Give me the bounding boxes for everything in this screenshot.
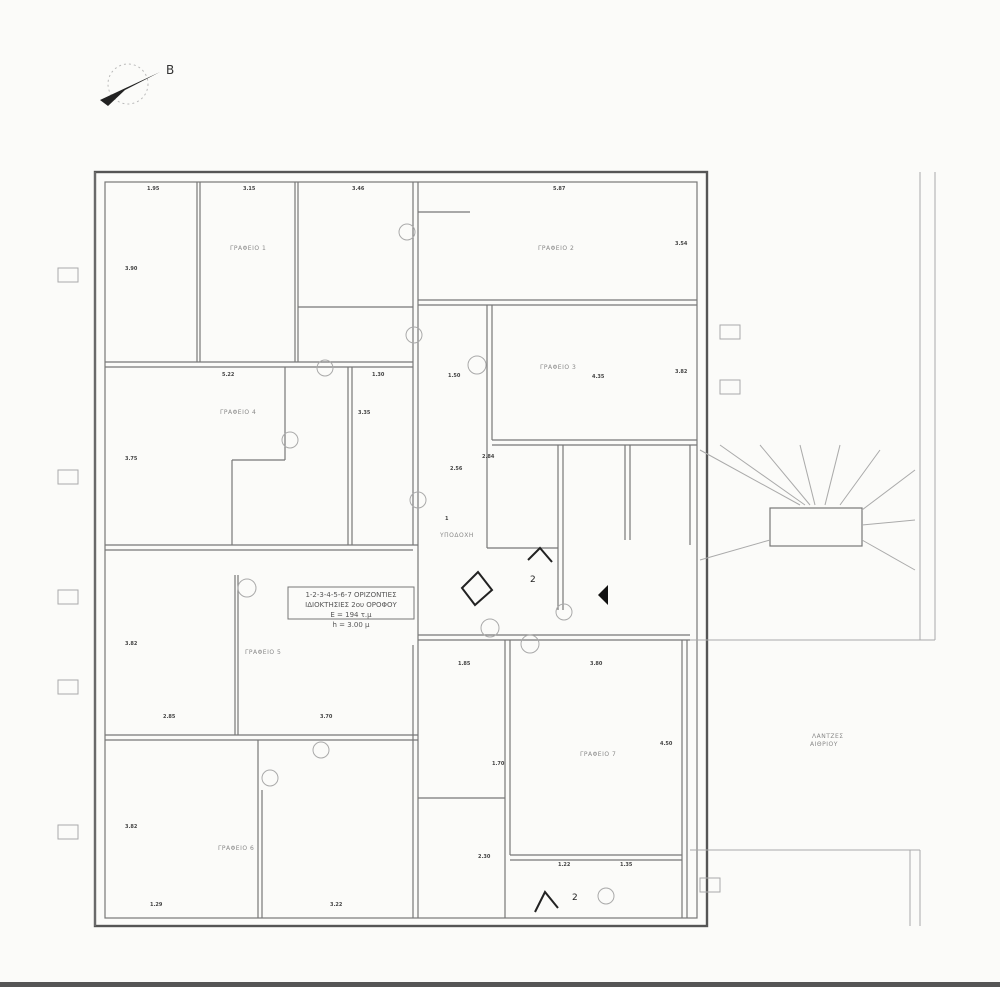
room-label: ΓΡΑΦΕΙΟ 1 (230, 245, 266, 252)
dimension-label: 4.35 (592, 374, 605, 380)
marker: 2 (530, 575, 536, 585)
door-symbols (237, 223, 615, 905)
room-label: ΛΑΝΤΖΕΣ (812, 733, 844, 740)
dimension-label: 1-2-3-4-5-6-7 ΟΡΙΖΟΝΤΙΕΣ (305, 591, 396, 599)
dimension-label: 1.35 (620, 862, 633, 868)
dimension-label: 3.54 (675, 241, 688, 247)
room-label: ΓΡΑΦΕΙΟ 6 (218, 845, 254, 852)
dimension-label: 1.30 (372, 372, 385, 378)
dimension-label: 2.85 (163, 714, 176, 720)
room-label: ΓΡΑΦΕΙΟ 7 (580, 751, 616, 758)
dimension-label: 3.80 (590, 661, 603, 667)
dimension-label: 3.70 (320, 714, 333, 720)
room-label: ΓΡΑΦΕΙΟ 3 (540, 364, 576, 371)
dimension-label: h = 3.00 μ (332, 621, 370, 629)
dimension-label: Ε = 194 τ.μ (330, 611, 372, 619)
dimension-label: 3.15 (243, 186, 256, 192)
dimension-label: 4.50 (660, 741, 673, 747)
marker: 1 (445, 516, 449, 522)
dimension-label: 1.95 (147, 186, 160, 192)
info-box: 1-2-3-4-5-6-7 ΟΡΙΖΟΝΤΙΕΣ ΙΔΙΟΚΤΗΣΙΕΣ 2ου… (287, 586, 415, 629)
room-label: ΑΙΘΡΙΟΥ (810, 741, 838, 748)
room-label: ΥΠΟΔΟΧΗ (439, 532, 474, 539)
dimension-label: 3.82 (125, 824, 138, 830)
dimension-label: 1.29 (150, 902, 163, 908)
dimension-label: 1.85 (458, 661, 471, 667)
dimension-label: 3.82 (675, 369, 688, 375)
dimension-label: 1.22 (558, 862, 571, 868)
compass-label: Β (166, 63, 174, 77)
dimension-label: 2.84 (482, 454, 495, 460)
north-arrow-icon: Β (100, 63, 174, 106)
dimension-label: 1.70 (492, 761, 505, 767)
room-label: ΓΡΑΦΕΙΟ 4 (220, 409, 256, 416)
room-label: ΓΡΑΦΕΙΟ 2 (538, 245, 574, 252)
interior-walls (105, 182, 697, 918)
dimension-labels: 1.95 3.15 3.46 5.87 3.54 3.90 5.22 1.30 … (125, 186, 688, 908)
dimension-label: 3.90 (125, 266, 138, 272)
scan-edge (0, 982, 1000, 987)
dimension-label: 3.82 (125, 641, 138, 647)
dimension-label: 5.87 (553, 186, 566, 192)
window-marks (57, 267, 741, 893)
exterior-area (598, 172, 936, 926)
marker: 2 (572, 893, 578, 903)
dimension-label: 3.22 (330, 902, 343, 908)
dimension-label: 5.22 (222, 372, 235, 378)
dimension-label: 2.56 (450, 466, 463, 472)
dimension-label: 3.46 (352, 186, 365, 192)
dimension-label: 3.75 (125, 456, 138, 462)
room-labels: ΓΡΑΦΕΙΟ 1 ΓΡΑΦΕΙΟ 2 ΓΡΑΦΕΙΟ 3 ΓΡΑΦΕΙΟ 4 … (218, 245, 844, 852)
stair-markers (460, 546, 559, 913)
outer-walls (93, 170, 709, 928)
dimension-label: ΙΔΙΟΚΤΗΣΙΕΣ 2ου ΟΡΟΦΟΥ (305, 601, 397, 609)
dimension-label: 2.30 (478, 854, 491, 860)
dimension-label: 1.50 (448, 373, 461, 379)
dimension-label: 3.35 (358, 410, 371, 416)
room-label: ΓΡΑΦΕΙΟ 5 (245, 649, 281, 656)
